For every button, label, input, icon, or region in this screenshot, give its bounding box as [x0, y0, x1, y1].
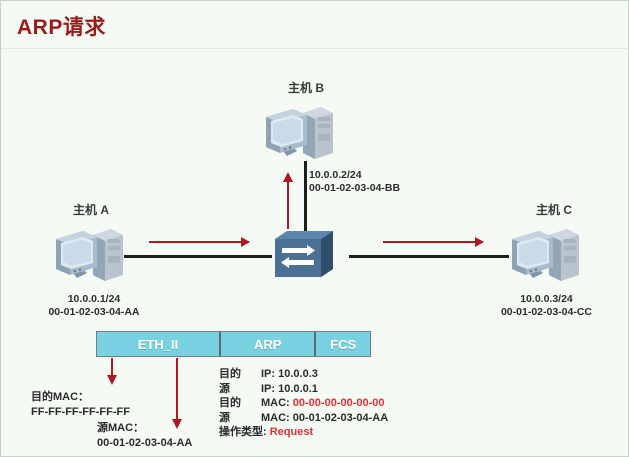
link-switch-hostc: [349, 255, 509, 258]
page-title: ARP请求: [17, 16, 106, 39]
host-a-icon: [53, 223, 125, 285]
network-switch-icon: [273, 229, 335, 281]
arp-src-ip-value: 10.0.0.1: [278, 382, 318, 395]
host-a-address: 10.0.0.1/24 00-01-02-03-04-AA: [19, 293, 169, 319]
host-b-address: 10.0.0.2/24 00-01-02-03-04-BB: [309, 169, 469, 195]
eth-src-mac-label: 源MAC：: [97, 422, 145, 434]
host-b-ip: 10.0.0.2/24: [309, 169, 362, 181]
title-divider: [1, 48, 628, 49]
eth-src-mac-value: 00-01-02-03-04-AA: [97, 437, 193, 449]
arp-src-mac-value: 00-01-02-03-04-AA: [292, 411, 389, 424]
host-c-mac: 00-01-02-03-04-CC: [500, 306, 593, 318]
arp-dest-ip-value: 10.0.0.3: [278, 368, 318, 380]
arp-dest-ip-label: 目的: [219, 368, 241, 380]
frame-segment-arp[interactable]: ARP: [221, 332, 317, 356]
arp-dest-mac-value: 00-00-00-00-00-00: [292, 397, 385, 409]
arp-dest-ip-row: 目的 IP: 10.0.0.3: [219, 367, 388, 382]
host-a-mac: 00-01-02-03-04-AA: [48, 306, 140, 318]
host-a-ip: 10.0.0.1/24: [67, 293, 121, 305]
host-c-address: 10.0.0.3/24 00-01-02-03-04-CC: [469, 293, 624, 319]
arp-operation-row: 操作类型: Request: [219, 425, 388, 440]
arrow-switch-to-hostb: [283, 172, 293, 229]
eth-dest-mac-callout: 目的MAC： FF-FF-FF-FF-FF-FF: [31, 390, 130, 420]
arp-src-mac-label: 源: [219, 411, 230, 424]
arp-operation-label: 操作类型:: [219, 426, 267, 438]
arp-operation-value: Request: [269, 426, 314, 438]
arp-src-ip-row: 源 IP: 10.0.0.1: [219, 382, 388, 397]
eth-dest-mac-value: FF-FF-FF-FF-FF-FF: [31, 406, 130, 418]
frame-segment-eth[interactable]: ETH_II: [97, 332, 222, 356]
eth-src-mac-callout: 源MAC： 00-01-02-03-04-AA: [97, 421, 192, 451]
arrow-hosta-to-switch: [149, 237, 250, 247]
host-a-name: 主机 A: [72, 203, 109, 217]
host-b-mac: 00-01-02-03-04-BB: [309, 182, 401, 194]
eth-dest-mac-label: 目的MAC：: [31, 391, 90, 403]
arp-dest-ip-key: IP:: [261, 368, 276, 380]
arp-dest-mac-label: 目的: [219, 397, 241, 409]
arp-src-mac-key: MAC:: [261, 411, 290, 424]
arp-src-ip-label: 源: [219, 382, 230, 395]
arp-src-mac-row: 源 MAC: 00-01-02-03-04-AA: [219, 411, 388, 426]
arrow-eth-src-mac: [172, 358, 182, 429]
link-hosta-switch: [124, 255, 272, 258]
ethernet-frame-bar: ETH_II ARP FCS: [96, 331, 371, 357]
arp-payload-detail: 目的 IP: 10.0.0.3 源 IP: 10.0.0.1 目的 MAC: 00-0…: [219, 367, 388, 440]
host-c-icon: [509, 223, 581, 285]
host-b-name: 主机 B: [287, 81, 324, 95]
arp-dest-mac-row: 目的 MAC: 00-00-00-00-00-00: [219, 396, 388, 411]
frame-segment-fcs[interactable]: FCS: [316, 332, 370, 356]
link-switch-hostb: [304, 161, 307, 257]
arrow-switch-to-hostc: [383, 237, 484, 247]
host-c-ip: 10.0.0.3/24: [520, 293, 573, 305]
arp-dest-mac-key: MAC:: [261, 397, 290, 409]
host-c-name: 主机 C: [535, 203, 572, 217]
host-b-icon: [263, 101, 335, 163]
arp-src-ip-key: IP:: [261, 382, 276, 395]
arrow-eth-dest-mac: [107, 358, 117, 385]
